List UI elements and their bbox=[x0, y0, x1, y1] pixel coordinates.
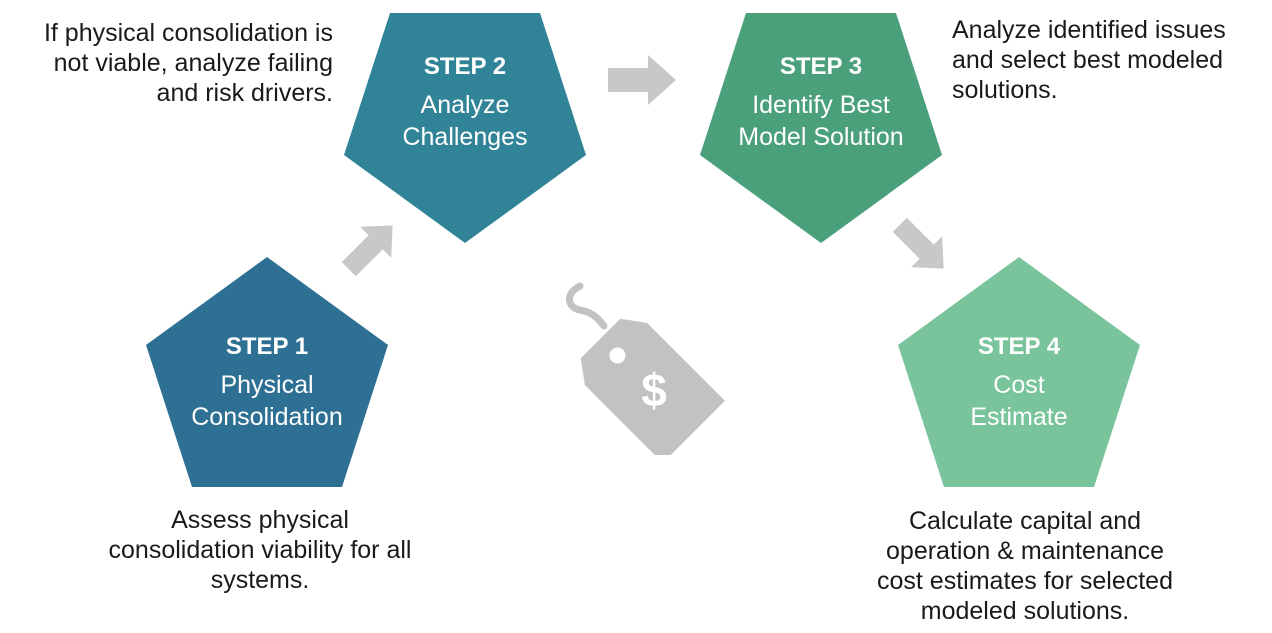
step-4-pentagon bbox=[898, 257, 1140, 487]
step-4-title: STEP 4 bbox=[977, 333, 1061, 360]
arrow-step2-to-step3 bbox=[608, 55, 676, 105]
arrow-step3-to-step4 bbox=[892, 217, 944, 269]
step-3-label: STEP 3 Identify Best Model Solution bbox=[700, 53, 942, 153]
price-tag-symbol: $ bbox=[641, 364, 667, 416]
step-2-pentagon bbox=[344, 13, 586, 243]
step-4-label: STEP 4 Cost Estimate bbox=[898, 333, 1140, 433]
step-1-name: Physical Consolidation bbox=[191, 371, 343, 431]
step-1-pentagon bbox=[146, 257, 388, 487]
price-tag-icon: $ bbox=[566, 282, 725, 455]
step-3-pentagon bbox=[700, 13, 942, 243]
step-2-description: If physical consolidation is not viable,… bbox=[43, 19, 333, 107]
step-2-title: STEP 2 bbox=[423, 53, 507, 80]
step-4-description: Calculate capital and operation & mainte… bbox=[877, 507, 1173, 625]
step-2-name: Analyze Challenges bbox=[402, 91, 528, 151]
step-3-name: Identify Best Model Solution bbox=[738, 91, 904, 151]
step-2-label: STEP 2 Analyze Challenges bbox=[344, 53, 586, 153]
step-4-name: Cost Estimate bbox=[970, 371, 1068, 431]
arrow-step1-to-step2 bbox=[341, 225, 393, 277]
step-1-description: Assess physical consolidation viability … bbox=[108, 506, 412, 594]
step-3-title: STEP 3 bbox=[779, 53, 863, 80]
step-3-description: Analyze identified issues and select bes… bbox=[952, 16, 1226, 104]
step-1-title: STEP 1 bbox=[225, 333, 309, 360]
step-1-label: STEP 1 Physical Consolidation bbox=[146, 333, 388, 433]
